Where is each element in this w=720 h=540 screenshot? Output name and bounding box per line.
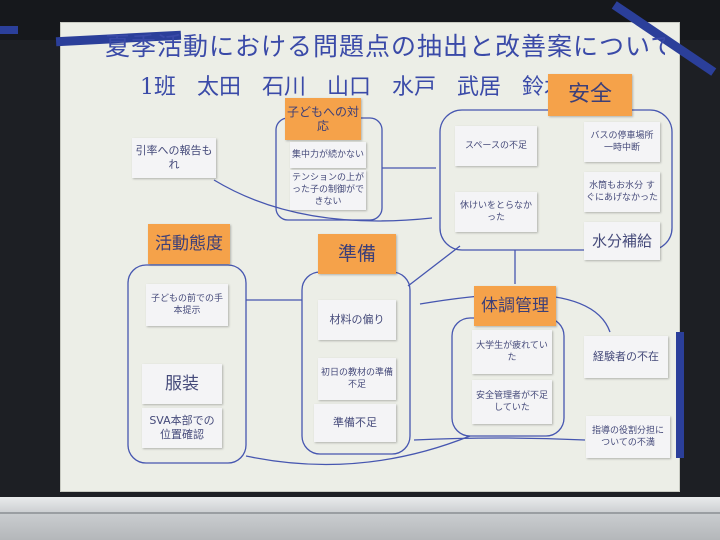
group-attitude-outline [127, 264, 247, 464]
line-prep-safety [407, 245, 461, 287]
note-sva: SVA本部での位置確認 [142, 408, 222, 448]
note-materials: 材料の偏り [318, 300, 396, 340]
note-fatigue: 大学生が疲れていた [472, 330, 552, 374]
tape-corner-left [0, 26, 18, 34]
header-children: 子どもへの対応 [285, 98, 361, 140]
note-guidance: 指導の役割分担についての不満 [586, 416, 670, 458]
note-hydration: 水分補給 [584, 222, 660, 260]
board-ledge [0, 497, 720, 540]
note-space: スペースの不足 [455, 126, 537, 166]
header-health: 体調管理 [474, 286, 556, 326]
note-first-day: 初日の教材の準備不足 [318, 358, 396, 400]
note-concentration: 集中力が続かない [290, 142, 366, 168]
note-safety-mgr: 安全管理者が不足していた [472, 380, 552, 424]
line-guidance-prep [413, 437, 586, 441]
note-example: 子どもの前での手本提示 [146, 284, 228, 326]
line-health-attitude [245, 435, 471, 466]
poster-title: 夏季活動における問題点の抽出と改善案について [105, 32, 665, 61]
header-preparation: 準備 [318, 234, 396, 274]
note-experience: 経験者の不在 [584, 336, 668, 378]
team-members: 1班 太田 石川 山口 水戸 武居 鈴木 [140, 75, 560, 100]
note-bus: バスの停車場所 一時中断 [584, 122, 660, 162]
tape-right-edge [676, 332, 684, 458]
note-rest: 休けいをとらなかった [455, 192, 537, 232]
header-attitude: 活動態度 [148, 224, 230, 264]
ledge-line [0, 512, 720, 514]
note-report: 引率への報告もれ [132, 138, 216, 178]
note-prep-short: 準備不足 [314, 404, 396, 442]
note-tension: テンションの上がった子の制御ができない [290, 170, 366, 210]
header-safety: 安全 [548, 74, 632, 116]
line-report-safety [213, 179, 433, 222]
note-water-kids: 水筒もお水分 すぐにあげなかった [584, 172, 660, 212]
note-clothing: 服装 [142, 364, 222, 404]
